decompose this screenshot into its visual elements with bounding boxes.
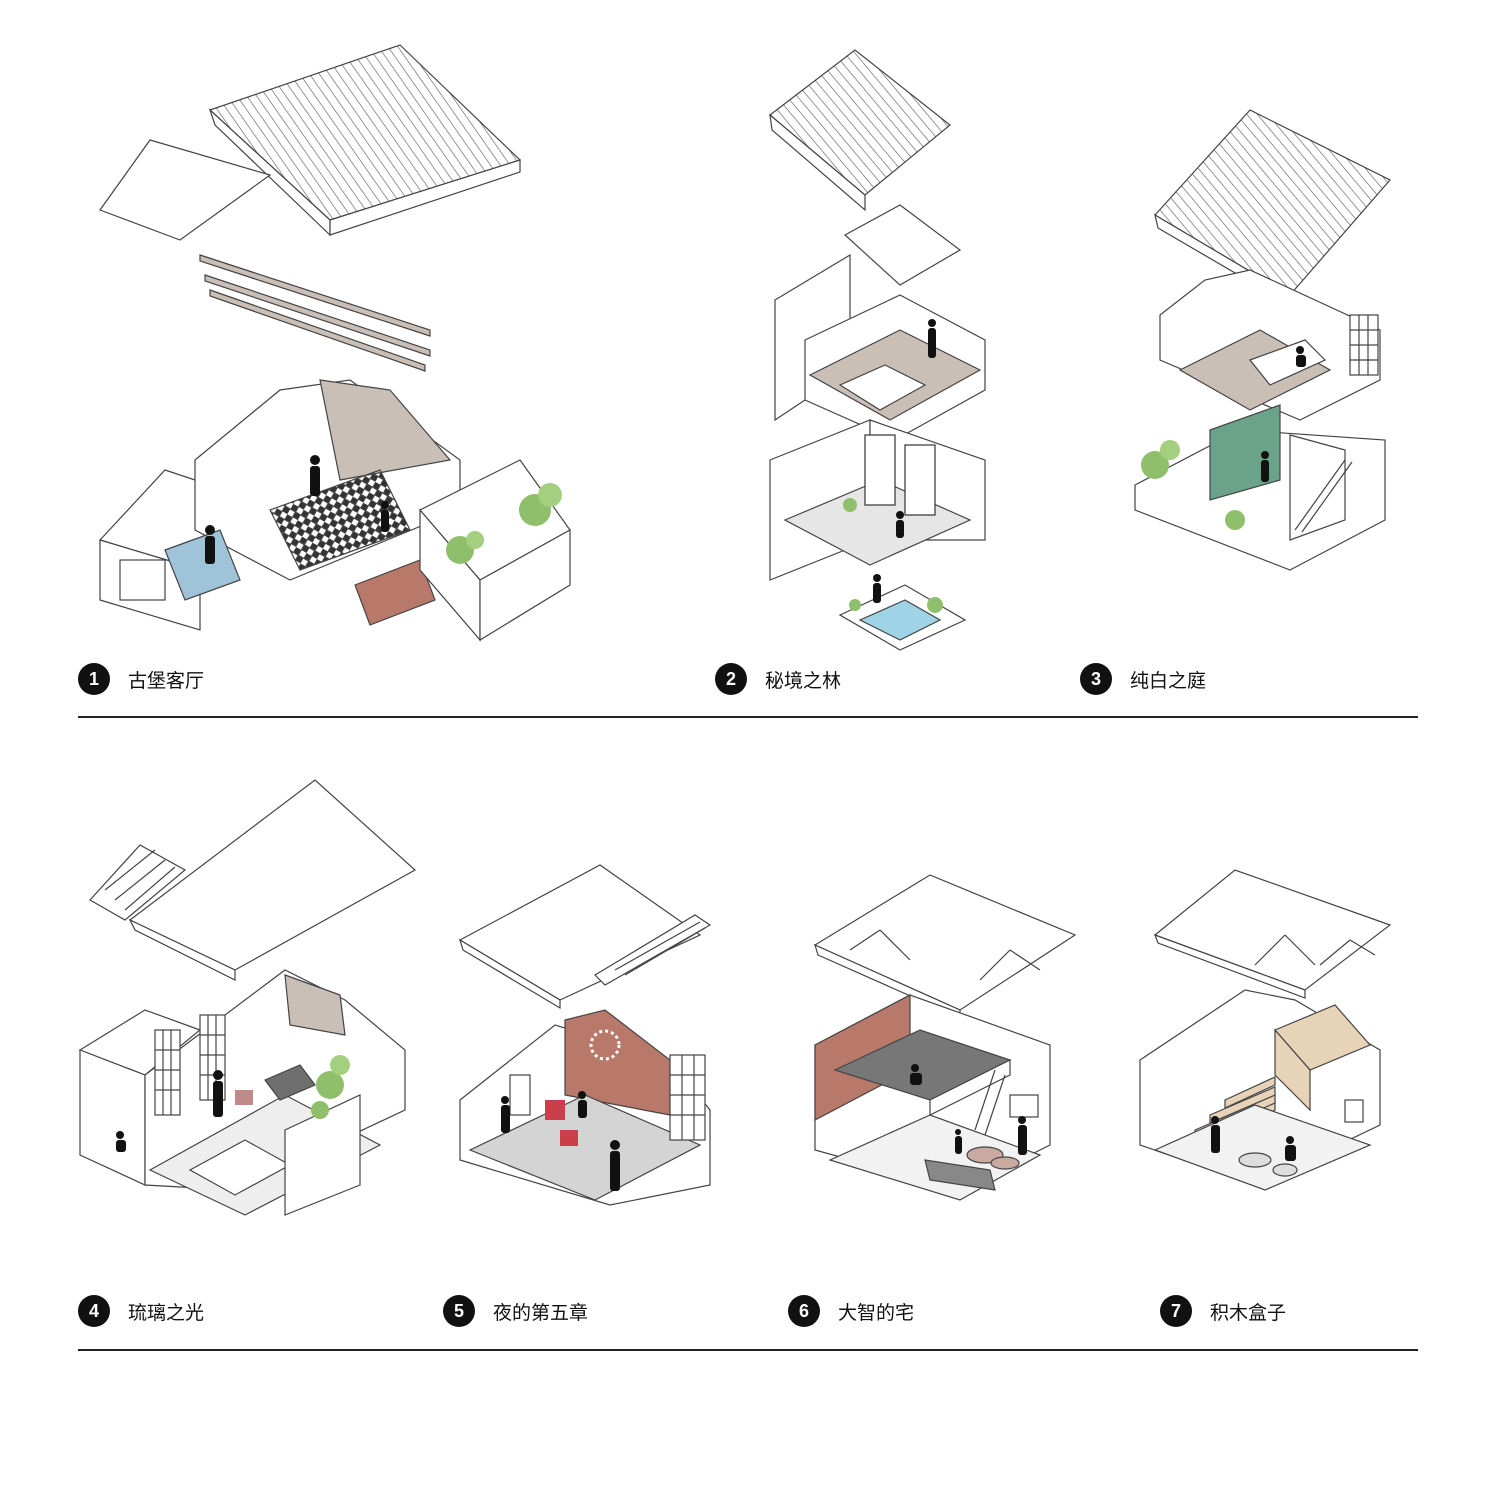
roof — [458, 864, 702, 1001]
diagram-label-6: 6 大智的宅 — [788, 1295, 914, 1327]
number-badge: 4 — [78, 1295, 110, 1327]
number-badge: 5 — [443, 1295, 475, 1327]
shelving-unit — [199, 254, 431, 372]
figures — [1261, 346, 1306, 482]
figures — [1211, 1116, 1296, 1161]
axonometric-drawing-3 — [1130, 100, 1400, 610]
main-roof — [208, 44, 522, 221]
axonometric-drawing-5 — [455, 860, 725, 1220]
plants — [1141, 440, 1245, 530]
axonometric-drawing-6 — [810, 870, 1080, 1230]
divider-top — [78, 716, 1418, 718]
diagram-title: 大智的宅 — [838, 1301, 915, 1324]
diagram-label-1: 1 古堡客厅 — [78, 663, 204, 695]
number-badge: 6 — [788, 1295, 820, 1327]
axonometric-drawing-7 — [1135, 865, 1395, 1215]
diagram-label-2: 2 秘境之林 — [715, 663, 841, 695]
number-badge: 2 — [715, 663, 747, 695]
number-badge: 3 — [1080, 663, 1112, 695]
axonometric-drawing-4 — [75, 775, 425, 1225]
diagram-title: 纯白之庭 — [1130, 669, 1207, 692]
plants — [843, 498, 943, 613]
number-badge: 1 — [78, 663, 110, 695]
plants — [311, 1055, 350, 1119]
diagram-title: 夜的第五章 — [493, 1301, 589, 1324]
figures — [116, 1070, 223, 1152]
diagram-label-3: 3 纯白之庭 — [1080, 663, 1206, 695]
diagram-title: 秘境之林 — [765, 669, 842, 692]
roof — [769, 49, 951, 196]
figures — [501, 1091, 620, 1191]
roof — [1153, 869, 1392, 991]
roof — [1154, 109, 1391, 296]
number-badge: 7 — [1160, 1295, 1192, 1327]
figures — [873, 319, 936, 603]
checker-floor — [269, 469, 411, 571]
divider-bottom — [78, 1349, 1418, 1351]
lower-house — [98, 379, 571, 642]
roof — [813, 874, 1077, 1011]
figures — [910, 1064, 1027, 1155]
axonometric-drawing-1 — [90, 40, 590, 650]
glass-block-wall — [669, 1054, 706, 1141]
axonometric-drawing-2 — [760, 40, 1000, 660]
diagram-title: 积木盒子 — [1210, 1301, 1287, 1324]
glass-block-wall — [1349, 314, 1379, 376]
diagram-title: 琉璃之光 — [128, 1301, 205, 1324]
diagram-label-7: 7 积木盒子 — [1160, 1295, 1286, 1327]
pool-water — [858, 599, 942, 641]
plants — [446, 483, 562, 564]
small-roof — [99, 139, 272, 241]
figures — [205, 455, 389, 564]
diagram-label-5: 5 夜的第五章 — [443, 1295, 588, 1327]
glass-block-wall — [154, 1014, 226, 1116]
diagram-label-4: 4 琉璃之光 — [78, 1295, 204, 1327]
diagram-title: 古堡客厅 — [128, 669, 205, 692]
floor — [1153, 1104, 1372, 1191]
